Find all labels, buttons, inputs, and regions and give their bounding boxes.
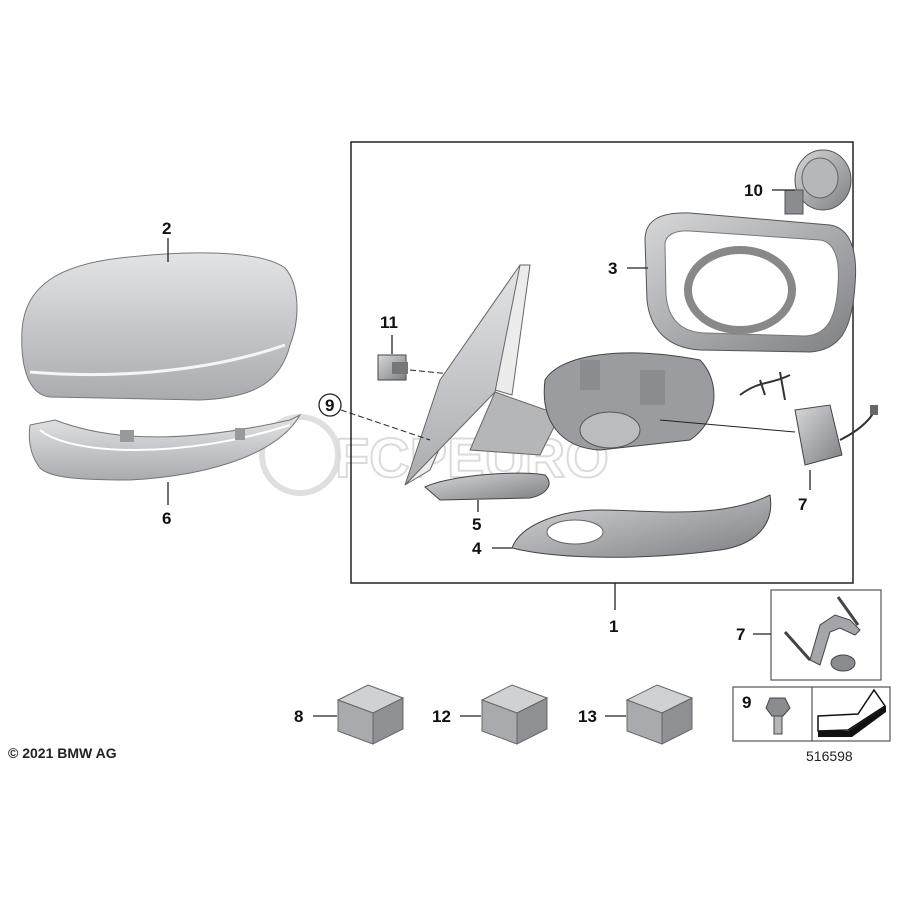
turn-signal-part[interactable]: [28, 413, 302, 481]
callout-9: 9: [742, 693, 751, 712]
wiring-harness-part[interactable]: [739, 371, 878, 466]
screw-part[interactable]: [765, 697, 791, 735]
callout-8: 8: [294, 707, 303, 726]
callout-13: 12: [432, 707, 451, 726]
kit-box-14[interactable]: [625, 684, 694, 745]
callout-7: 7: [736, 625, 745, 644]
callout-2: 2: [162, 219, 171, 238]
callout-10: 10: [744, 181, 763, 200]
callout-5: 5: [472, 515, 481, 534]
callout-4: 4: [472, 539, 482, 558]
kit-box-8[interactable]: [336, 684, 405, 745]
housing-frame-part[interactable]: [644, 212, 857, 353]
kit-box-13[interactable]: [480, 684, 549, 745]
mirror-motor-part[interactable]: [784, 149, 852, 215]
callout-3: 3: [608, 259, 617, 278]
copyright: © 2021 BMW AG: [8, 745, 117, 761]
mirror-assembly-part[interactable]: [404, 264, 715, 486]
callout-11: 7: [798, 495, 807, 514]
diagram-number: 516598: [806, 748, 853, 764]
base-cover-part[interactable]: [424, 472, 550, 501]
lower-trim-part[interactable]: [511, 494, 772, 558]
connector-part[interactable]: [377, 354, 408, 381]
callout-12: 11: [380, 313, 398, 332]
direction-arrow-icon: [817, 688, 887, 737]
callout-6: 6: [162, 509, 171, 528]
mirror-cap-part[interactable]: [21, 252, 298, 401]
assembly-frame: [350, 141, 854, 584]
callout-14: 13: [578, 707, 597, 726]
kit-7-frame: [770, 589, 882, 681]
callout-9-circled: 9: [325, 396, 334, 415]
bracket-kit-part[interactable]: [783, 596, 861, 672]
callout-1: 1: [609, 617, 618, 636]
